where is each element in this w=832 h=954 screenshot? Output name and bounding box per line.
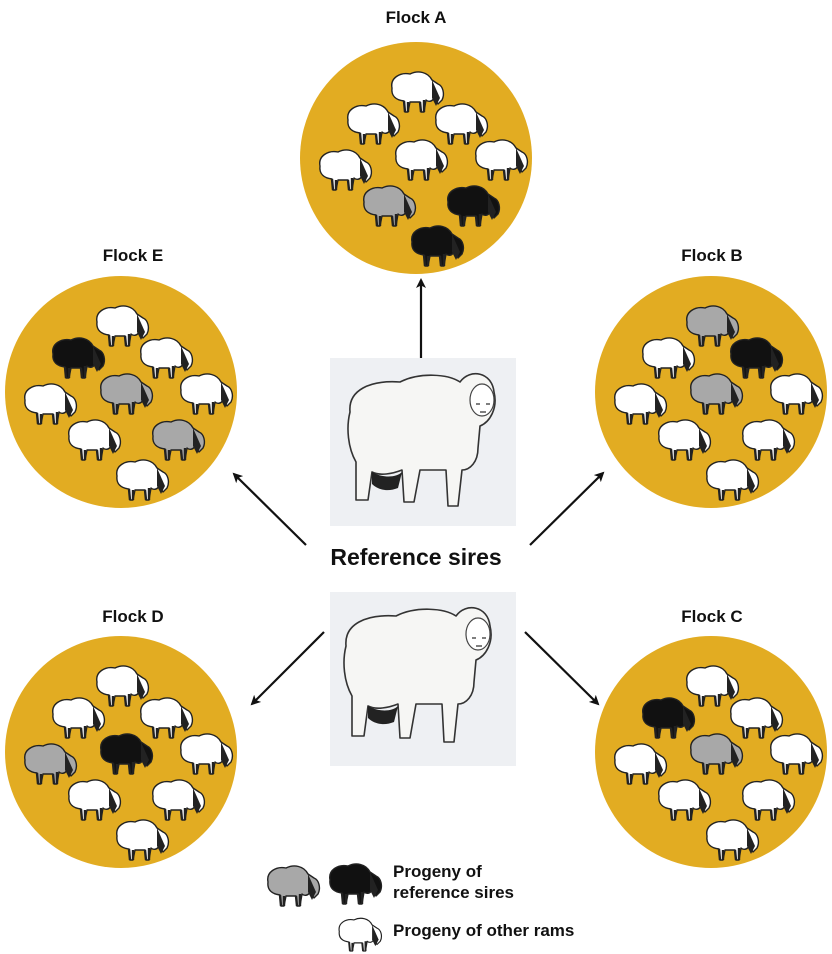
arrow-to-flock-c xyxy=(525,632,598,704)
flock-d-title: Flock D xyxy=(53,607,213,627)
legend-gray-sheep-icon xyxy=(268,866,320,906)
legend-reference-progeny-line2: reference sires xyxy=(393,882,514,903)
legend-black-sheep-icon xyxy=(330,864,382,904)
flock-c-title: Flock C xyxy=(632,607,792,627)
legend-other-progeny-label: Progeny of other rams xyxy=(393,920,574,941)
arrow-to-flock-d xyxy=(252,632,324,704)
arrow-to-flock-b xyxy=(530,473,603,545)
arrow-to-flock-e xyxy=(234,474,306,545)
reference-sire-ram-upper xyxy=(330,358,516,526)
reference-sire-ram-lower xyxy=(330,592,516,766)
flock-a-title: Flock A xyxy=(336,8,496,28)
reference-sires-label: Reference sires xyxy=(0,544,832,571)
legend-white-sheep-icon xyxy=(339,918,381,951)
legend-reference-progeny-line1: Progeny of xyxy=(393,861,482,882)
flock-b-title: Flock B xyxy=(632,246,792,266)
flock-e-title: Flock E xyxy=(53,246,213,266)
